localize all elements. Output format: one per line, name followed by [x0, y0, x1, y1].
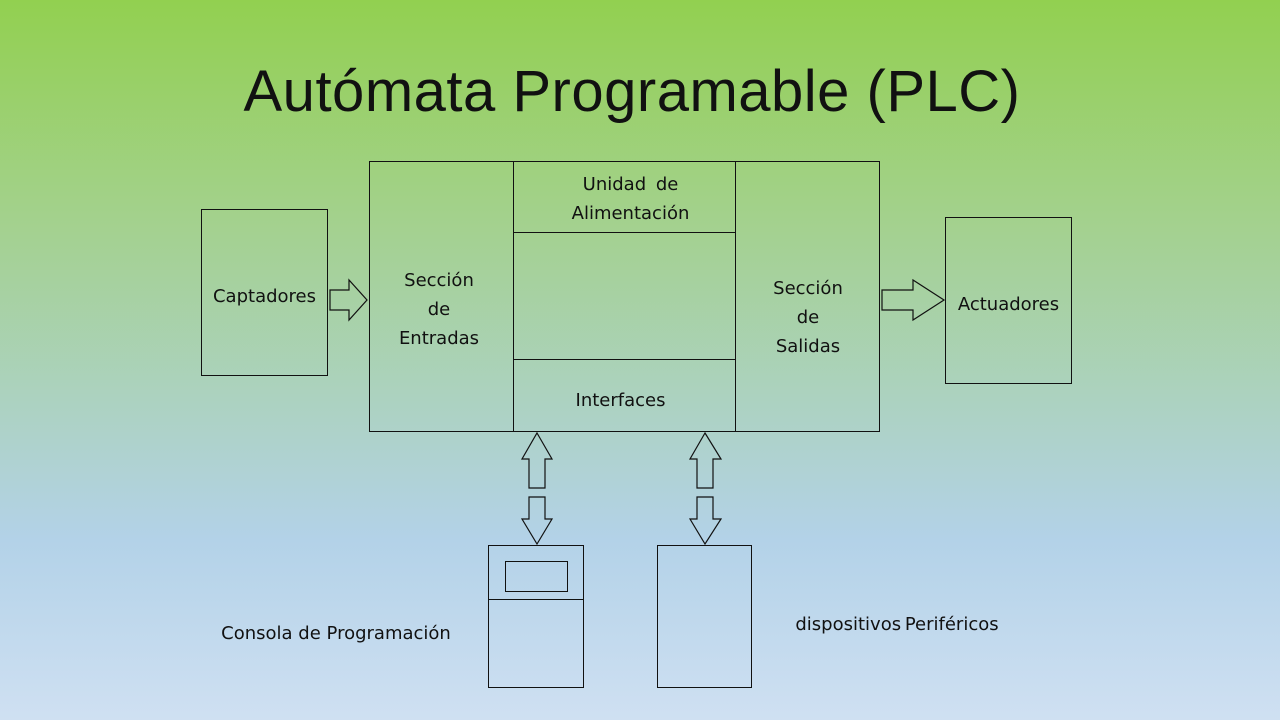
- actuadores-box: [945, 217, 1072, 384]
- arrow-captadores-to-entradas: [329, 278, 368, 322]
- consola-label: Consola de Programación: [221, 623, 451, 644]
- arrow-up-consola: [520, 431, 554, 489]
- alimentacion-label-1: Unidad de: [582, 174, 679, 195]
- seccion-entradas-box: [369, 161, 514, 432]
- seccion-salidas-box: [735, 161, 880, 432]
- arrow-down-consola: [520, 496, 554, 546]
- arrow-salidas-to-actuadores: [881, 278, 946, 322]
- salidas-label-1: Sección: [773, 278, 843, 299]
- perifericos-label: dispositivos Periféricos: [795, 614, 999, 635]
- unidad-alimentacion-box: [513, 161, 736, 233]
- captadores-label: Captadores: [212, 286, 316, 307]
- actuadores-label: Actuadores: [957, 294, 1060, 315]
- alimentacion-label-2: Alimentación: [571, 203, 690, 224]
- arrow-down-perifericos: [688, 496, 723, 546]
- consola-divider: [488, 599, 584, 600]
- consola-screen: [505, 561, 568, 592]
- salidas-label-2: de: [796, 307, 820, 328]
- entradas-label-3: Entradas: [398, 328, 480, 349]
- consola-device: [488, 545, 584, 688]
- interfaces-box: [513, 359, 736, 432]
- perifericos-device: [657, 545, 752, 688]
- interfaces-label: Interfaces: [575, 390, 666, 411]
- captadores-box: [201, 209, 328, 376]
- entradas-label-2: de: [427, 299, 451, 320]
- salidas-label-3: Salidas: [775, 336, 841, 357]
- entradas-label-1: Sección: [404, 270, 474, 291]
- arrow-up-perifericos: [688, 431, 723, 489]
- page-title: Autómata Programable (PLC): [243, 59, 1021, 124]
